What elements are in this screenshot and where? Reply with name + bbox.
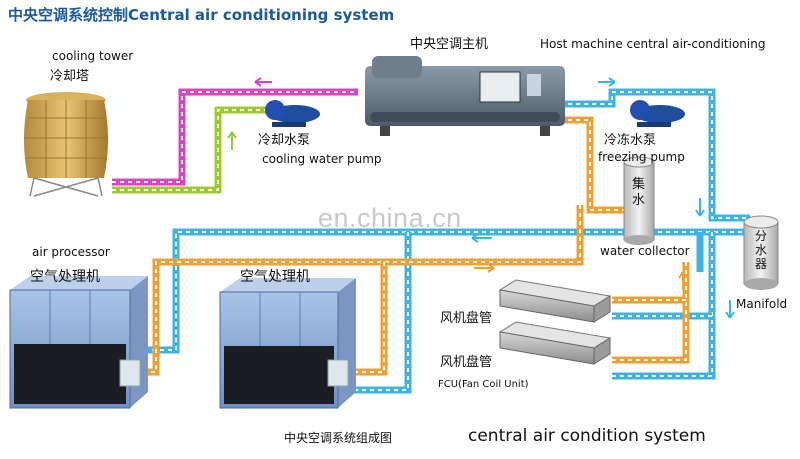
cooling-pump — [265, 100, 320, 127]
cooling-tower-label-cn: 冷却塔 — [50, 69, 90, 84]
arrow-right-icon — [598, 77, 616, 87]
collector-label-cn-2: 水 — [632, 193, 646, 208]
arrow-down-icon — [695, 198, 705, 217]
cooling-tower-label-en: cooling tower — [52, 49, 134, 63]
water-collector-label-en: water collector — [600, 244, 690, 258]
arrow-down-icon — [725, 300, 735, 319]
watermark-text: en.china.cn — [318, 203, 462, 233]
bottom-caption-en: central air condition system — [468, 426, 706, 446]
fcu-2-label-cn: 风机盘管 — [440, 355, 493, 370]
manifold-label-cn-2: 水 — [755, 243, 768, 257]
freezing-pump — [630, 100, 685, 127]
host-label-en: Host machine central air-conditioning — [540, 37, 766, 51]
manifold-label-cn-1: 分 — [755, 229, 768, 243]
freezing-pump-label-en: freezing pump — [598, 150, 685, 164]
arrow-left-icon — [471, 233, 492, 243]
arrow-left-icon — [254, 77, 272, 87]
arrow-up-icon — [227, 131, 237, 150]
green-pipe-cooling-supply — [112, 106, 270, 194]
fan-coil-unit-1 — [498, 279, 612, 323]
air-processor-label-en: air processor — [32, 245, 110, 259]
water-collector-tank — [623, 156, 655, 245]
fcu-label-en: FCU(Fan Coil Unit) — [438, 379, 529, 390]
host-chiller — [365, 56, 565, 136]
manifold-tank — [743, 215, 779, 290]
diagram-title: 中央空调系统控制Central air conditioning system — [8, 6, 395, 24]
arrow-up-icon — [678, 271, 688, 290]
cooling-pump-label-cn: 冷却水泵 — [258, 133, 311, 148]
fan-coil-unit-2 — [498, 321, 612, 365]
arrow-right-icon — [474, 263, 495, 273]
freezing-pump-label-cn: 冷冻水泵 — [604, 133, 657, 148]
bottom-caption-cn: 中央空调系统组成图 — [284, 431, 393, 445]
cooling-pump-label-en: cooling water pump — [262, 152, 382, 166]
flow-arrows — [227, 77, 735, 319]
cooling-tower — [24, 92, 108, 197]
air-processor-unit-1 — [9, 276, 148, 409]
air-unit-2-label-cn: 空气处理机 — [240, 269, 310, 285]
air-unit-1-label-cn: 空气处理机 — [30, 269, 100, 285]
host-label-cn: 中央空调主机 — [410, 37, 489, 52]
air-processor-unit-2 — [219, 278, 356, 409]
manifold-label-cn-3: 器 — [755, 257, 768, 271]
manifold-label-en: Manifold — [736, 297, 788, 311]
fcu-1-label-cn: 风机盘管 — [440, 311, 493, 326]
magenta-pipe-cooling-return — [112, 88, 358, 186]
collector-label-cn-1: 集 — [632, 177, 646, 192]
orange-pipe-chilled-return — [140, 116, 690, 376]
